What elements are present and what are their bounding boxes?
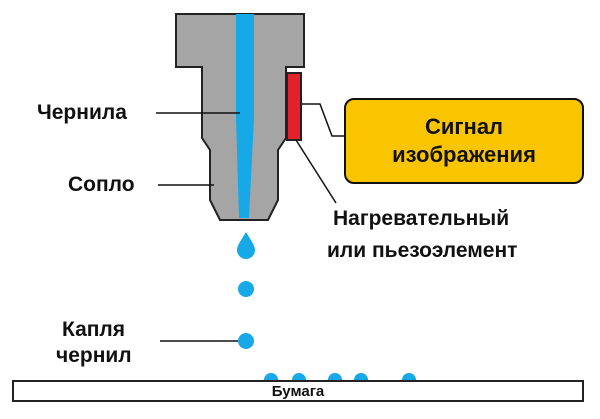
heater-element [286,72,302,141]
ink-drop [238,281,254,297]
paper-sheet: Бумага [12,380,584,402]
drop-label-line2: чернил [56,344,132,367]
signal-label-line2: изображения [392,142,536,167]
heater-label-line2: или пьезоэлемент [327,239,518,262]
paper-label: Бумага [271,382,325,400]
heater-leader-line [295,139,337,204]
ink-label: Чернила [37,101,127,124]
signal-leader-line [301,103,344,137]
ink-channel [236,14,254,218]
ink-drop [238,333,254,349]
signal-label-line1: Сигнал [424,114,504,139]
image-signal-box: Сигнал изображения [344,98,584,184]
heater-label-line1: Нагревательный [333,207,510,230]
ink-drop [237,232,255,259]
drop-label-line1: Капля [62,318,126,341]
nozzle-label: Сопло [68,173,135,196]
